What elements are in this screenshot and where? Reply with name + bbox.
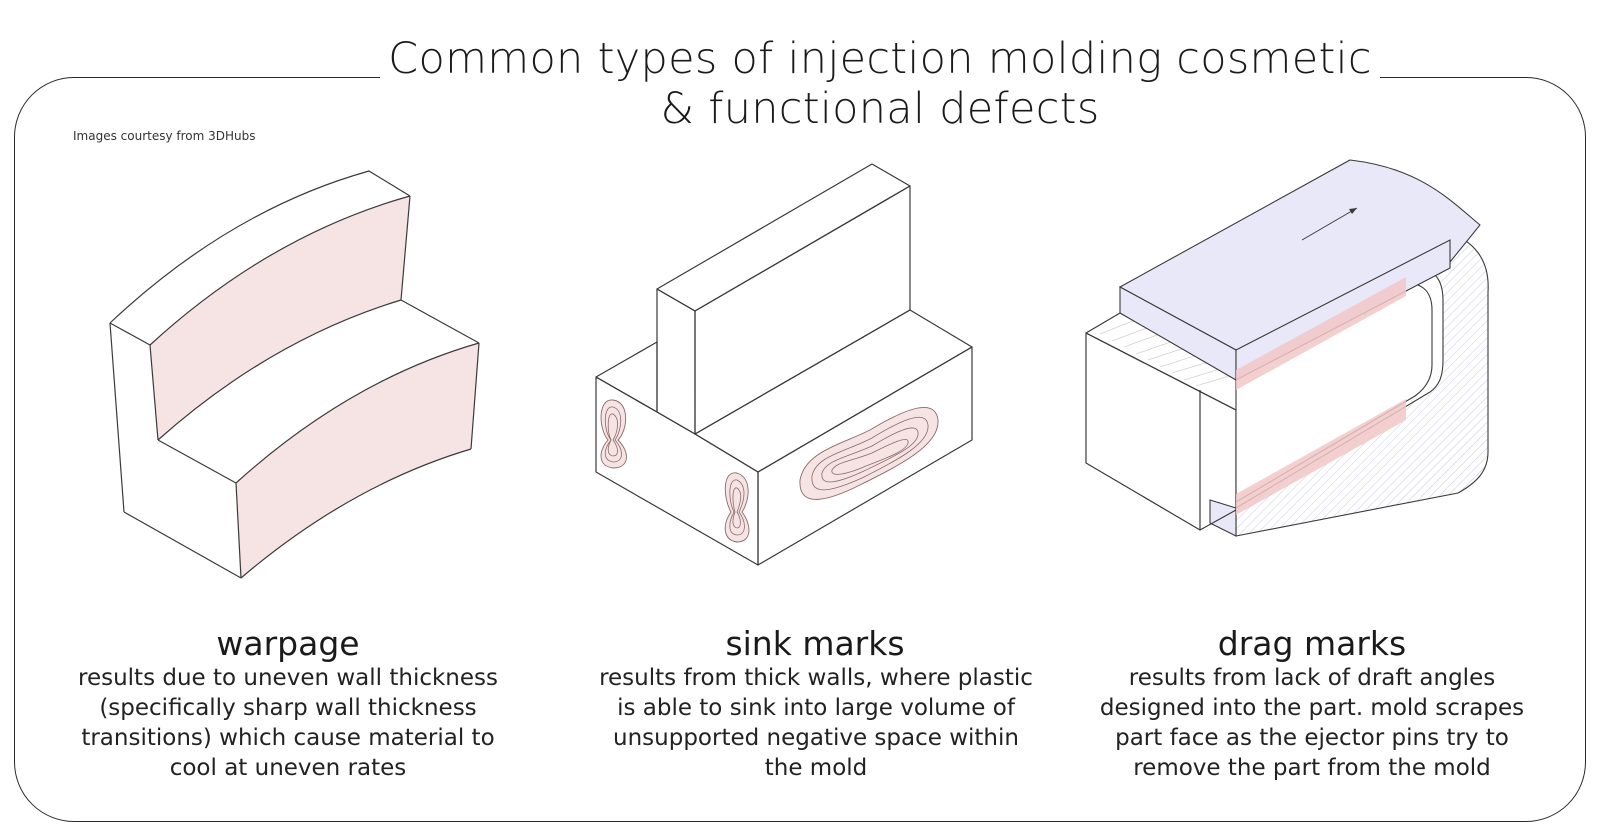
- warpage-description: results due to uneven wall thickness (sp…: [78, 665, 498, 781]
- sink-marks-description: results from thick walls, where plastic …: [599, 665, 1033, 781]
- page-title: Common types of injection molding cosmet…: [388, 34, 1372, 134]
- warpage-illustration: [109, 170, 480, 579]
- warpage-heading: warpage: [216, 624, 360, 663]
- image-credit: Images courtesy from 3DHubs: [73, 129, 256, 143]
- drag-marks-heading: drag marks: [1217, 624, 1407, 663]
- sink-mark-middle: [724, 472, 750, 543]
- title-block: Common types of injection molding cosmet…: [380, 34, 1380, 134]
- drag-marks-description: results from lack of draft angles design…: [1099, 665, 1525, 781]
- ejection-direction-arrow: [1301, 207, 1358, 241]
- sink-mark-right: [799, 407, 939, 500]
- drag-mark-lower: [1236, 399, 1406, 515]
- drag-mark-upper: [1236, 277, 1406, 390]
- sink-mark-left: [600, 399, 627, 469]
- sink-marks-heading: sink marks: [725, 624, 905, 663]
- drag-marks-illustration: [1085, 159, 1489, 537]
- sink-marks-illustration: [595, 163, 973, 566]
